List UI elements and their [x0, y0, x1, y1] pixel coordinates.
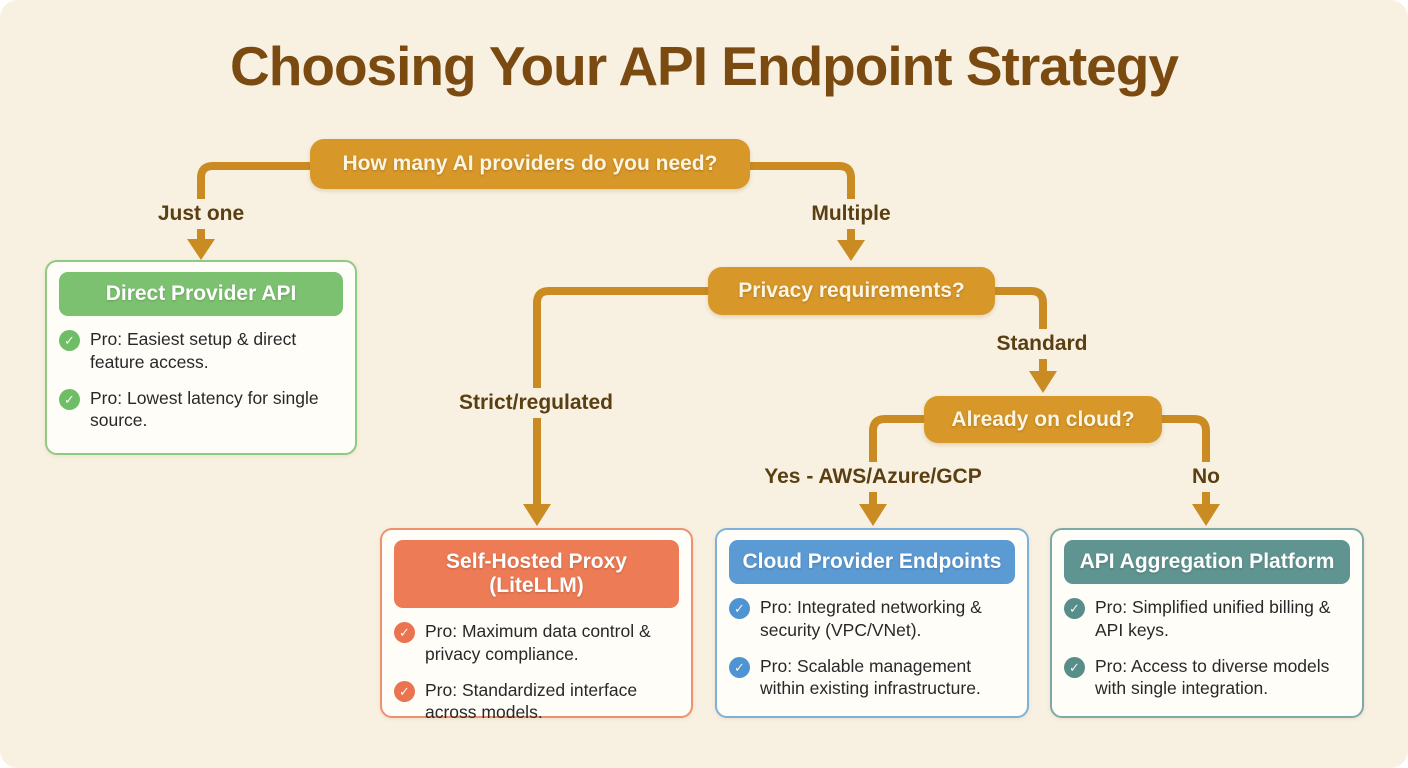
list-item: ✓ Pro: Scalable management within existi…	[729, 655, 1015, 701]
arrowhead-no-cloud	[1192, 504, 1220, 526]
pro-text: Pro: Simplified unified billing & API ke…	[1095, 597, 1331, 640]
edge-no-cloud	[1160, 415, 1210, 504]
list-item: ✓ Pro: Simplified unified billing & API …	[1064, 596, 1350, 642]
page-title: Choosing Your API Endpoint Strategy	[230, 35, 1179, 97]
edge-yes-cloud	[869, 415, 926, 504]
check-circle-icon: ✓	[729, 598, 750, 619]
arrowhead-just-one	[187, 239, 215, 260]
check-circle-icon: ✓	[729, 656, 750, 678]
card-item-list: ✓ Pro: Easiest setup & direct feature ac…	[59, 328, 343, 432]
branch-label-standard: Standard	[987, 329, 1097, 359]
branch-label-no-cloud: No	[1183, 462, 1229, 492]
branch-label-yes-cloud: Yes - AWS/Azure/GCP	[755, 462, 991, 492]
list-item: ✓ Pro: Integrated networking & security …	[729, 596, 1015, 642]
list-item: ✓ Pro: Standardized interface across mod…	[394, 679, 679, 725]
check-circle-icon: ✓	[394, 680, 415, 702]
card-item-list: ✓ Pro: Integrated networking & security …	[729, 596, 1015, 700]
decision-node-cloud: Already on cloud?	[924, 396, 1162, 443]
decision-node-providers: How many AI providers do you need?	[310, 139, 750, 189]
pro-text: Pro: Lowest latency for single source.	[90, 387, 319, 431]
pro-text: Pro: Easiest setup & direct feature acce…	[90, 329, 297, 372]
card-api-aggregation-platform: API Aggregation Platform ✓ Pro: Simplifi…	[1050, 528, 1364, 718]
check-circle-icon: ✓	[394, 622, 415, 643]
card-title: Self-Hosted Proxy (LiteLLM)	[394, 540, 679, 608]
pro-text: Pro: Scalable management within existing…	[760, 655, 981, 699]
list-item: ✓ Pro: Access to diverse models with sin…	[1064, 655, 1350, 701]
check-circle-icon: ✓	[59, 330, 80, 351]
decision-node-privacy: Privacy requirements?	[708, 267, 995, 315]
branch-label-strict-regulated: Strict/regulated	[449, 388, 623, 418]
pro-text: Pro: Integrated networking & security (V…	[760, 597, 982, 640]
check-circle-icon: ✓	[1064, 598, 1085, 619]
pro-text: Pro: Maximum data control & privacy comp…	[425, 621, 651, 664]
pro-text: Pro: Standardized interface across model…	[425, 679, 638, 723]
edge-standard	[992, 287, 1047, 372]
list-item: ✓ Pro: Easiest setup & direct feature ac…	[59, 328, 343, 374]
list-item: ✓ Pro: Lowest latency for single source.	[59, 387, 343, 433]
card-item-list: ✓ Pro: Simplified unified billing & API …	[1064, 596, 1350, 700]
card-self-hosted-proxy: Self-Hosted Proxy (LiteLLM) ✓ Pro: Maxim…	[380, 528, 693, 722]
check-circle-icon: ✓	[1064, 656, 1085, 678]
branch-label-just-one: Just one	[148, 199, 254, 229]
branch-label-multiple: Multiple	[802, 199, 900, 229]
arrowhead-standard	[1029, 371, 1057, 393]
card-title: Direct Provider API	[59, 272, 343, 316]
card-direct-provider-api: Direct Provider API ✓ Pro: Easiest setup…	[45, 260, 357, 455]
check-circle-icon: ✓	[59, 388, 80, 410]
card-item-list: ✓ Pro: Maximum data control & privacy co…	[394, 620, 679, 724]
card-title: API Aggregation Platform	[1064, 540, 1350, 584]
card-title: Cloud Provider Endpoints	[729, 540, 1015, 584]
card-cloud-provider-endpoints: Cloud Provider Endpoints ✓ Pro: Integrat…	[715, 528, 1029, 718]
arrowhead-strict	[523, 504, 551, 526]
arrowhead-multiple	[837, 240, 865, 261]
list-item: ✓ Pro: Maximum data control & privacy co…	[394, 620, 679, 666]
edge-strict	[533, 287, 710, 504]
edge-multiple	[748, 162, 855, 240]
arrowhead-yes-cloud	[859, 504, 887, 526]
edge-just-one	[197, 162, 312, 240]
pro-text: Pro: Access to diverse models with singl…	[1095, 655, 1330, 699]
